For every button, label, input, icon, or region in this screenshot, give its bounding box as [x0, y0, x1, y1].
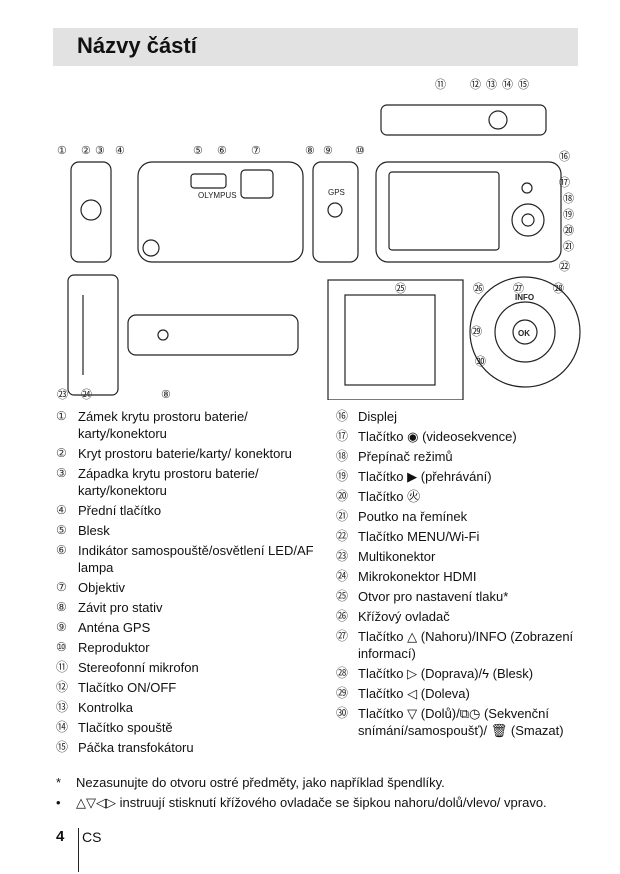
camera-side-view	[70, 161, 112, 263]
camera-front-view	[137, 161, 304, 263]
language-code: CS	[82, 829, 102, 845]
callout-8: ⑧	[305, 145, 315, 157]
callout-12: ⑫	[470, 78, 481, 91]
callout-20: ⑳	[563, 224, 574, 237]
callout-1: ①	[57, 145, 67, 157]
ok-label: OK	[518, 329, 530, 338]
callout-23: ㉓	[57, 388, 68, 400]
callout-21: ㉑	[563, 240, 574, 253]
note-item: *Nezasunujte do otvoru ostré předměty, j…	[56, 775, 445, 790]
gps-label: GPS	[328, 188, 345, 197]
callout-3: ③	[95, 145, 105, 157]
callout-10: ⑩	[355, 145, 365, 157]
callout-8b: ⑧	[161, 389, 171, 400]
page-title: Názvy částí	[77, 33, 197, 58]
callout-13: ⑬	[486, 78, 497, 91]
camera-top-view	[380, 104, 547, 136]
callout-22: ㉒	[559, 260, 570, 273]
title-bar: Názvy částí	[53, 28, 578, 66]
callout-16: ⑯	[559, 150, 570, 163]
page-footer: 4	[56, 828, 79, 872]
callout-5: ⑤	[193, 145, 203, 157]
callout-14: ⑭	[502, 78, 513, 91]
callout-27: ㉗	[513, 282, 524, 295]
callout-7: ⑦	[251, 145, 261, 157]
camera-back-view	[375, 161, 562, 263]
info-label: INFO	[515, 293, 534, 302]
camera-diagram: OLYMPUS GPS OK INFO ⑪ ⑫ ⑬ ⑭ ⑮ ① ② ③ ④ ⑤ …	[53, 70, 583, 401]
callout-19: ⑲	[563, 208, 574, 221]
callout-25: ㉕	[395, 282, 406, 295]
page-number: 4	[56, 828, 65, 845]
note-item: •△▽◁▷ instruují stisknutí křížového ovla…	[56, 795, 547, 810]
callout-18: ⑱	[563, 192, 574, 205]
connector-cover-view	[67, 274, 119, 396]
callout-6: ⑥	[217, 145, 227, 157]
callout-24: ㉔	[81, 388, 92, 400]
arrow-pad-drawing	[469, 276, 581, 388]
shutter-button-drawing	[488, 110, 508, 130]
callout-4: ④	[115, 145, 125, 157]
display-drawing	[388, 171, 500, 251]
notes: *Nezasunujte do otvoru ostré předměty, j…	[56, 774, 596, 814]
camera-right-side-view	[312, 161, 359, 263]
callout-15: ⑮	[518, 78, 529, 91]
callout-11: ⑪	[435, 78, 446, 91]
brand-label: OLYMPUS	[198, 191, 237, 200]
callout-28: ㉘	[553, 282, 564, 295]
callout-30: ㉚	[475, 355, 486, 368]
callout-17: ⑰	[559, 176, 570, 189]
callout-26: ㉖	[473, 282, 484, 295]
callout-9: ⑨	[323, 145, 333, 157]
camera-bottom-view	[127, 314, 299, 356]
callout-2: ②	[81, 145, 91, 157]
pressure-hole-view	[327, 279, 464, 401]
callout-29: ㉙	[471, 325, 482, 338]
camera-diagram-svg: OLYMPUS GPS OK INFO ⑪ ⑫ ⑬ ⑭ ⑮ ① ② ③ ④ ⑤ …	[57, 78, 581, 401]
